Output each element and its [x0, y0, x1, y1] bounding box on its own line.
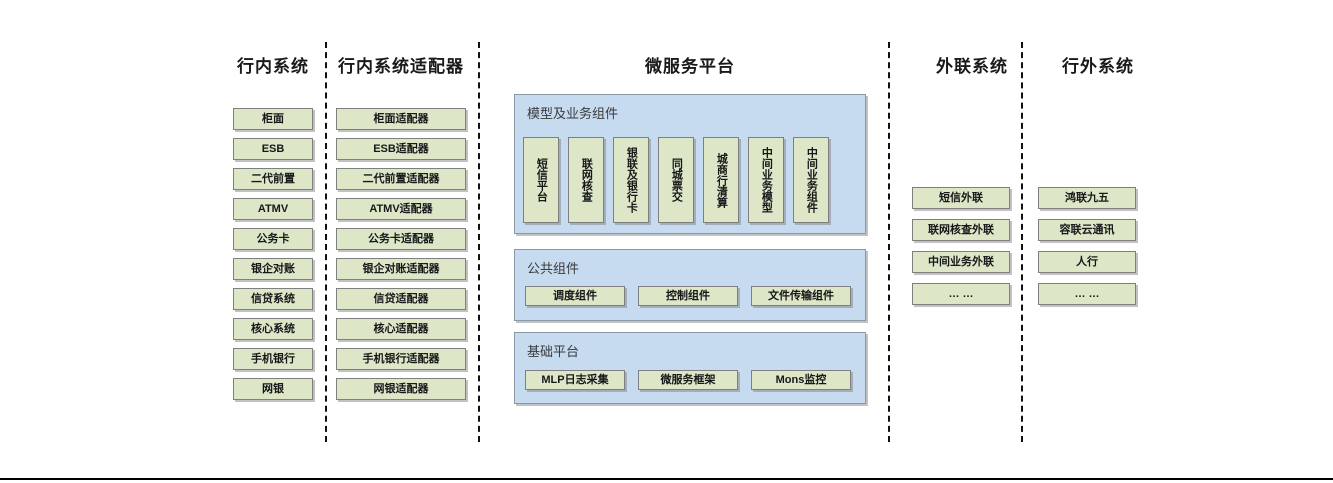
node-in-bank-adapters-2[interactable]: 二代前置适配器: [336, 168, 466, 190]
node-in-bank-adapters-9[interactable]: 网银适配器: [336, 378, 466, 400]
node-model-business-components-4[interactable]: 城商行清算: [703, 137, 739, 223]
node-in-bank-adapters-7[interactable]: 核心适配器: [336, 318, 466, 340]
node-in-bank-adapters-4[interactable]: 公务卡适配器: [336, 228, 466, 250]
panel-label-base-platform: 基础平台: [527, 344, 580, 359]
node-out-of-bank-systems-2[interactable]: 人行: [1038, 251, 1136, 273]
node-external-liaison-systems-3[interactable]: … …: [912, 283, 1010, 305]
node-external-liaison-systems-2[interactable]: 中间业务外联: [912, 251, 1010, 273]
node-in-bank-adapters-6[interactable]: 信贷适配器: [336, 288, 466, 310]
node-model-business-components-5[interactable]: 中间业务模型: [748, 137, 784, 223]
column-title-external-liaison-systems: 外联系统: [936, 57, 1008, 76]
node-model-business-components-3[interactable]: 同城票交: [658, 137, 694, 223]
node-out-of-bank-systems-1[interactable]: 容联云通讯: [1038, 219, 1136, 241]
panel-public-components: 公共组件: [514, 249, 866, 321]
node-model-business-components-2[interactable]: 银联及银行卡: [613, 137, 649, 223]
divider-2: [478, 42, 480, 442]
node-external-liaison-systems-1[interactable]: 联网核查外联: [912, 219, 1010, 241]
node-model-business-components-1[interactable]: 联网核查: [568, 137, 604, 223]
column-title-microservice-platform: 微服务平台: [645, 57, 735, 76]
divider-1: [325, 42, 327, 442]
node-in-bank-adapters-3[interactable]: ATMV适配器: [336, 198, 466, 220]
node-in-bank-systems-2[interactable]: 二代前置: [233, 168, 313, 190]
node-external-liaison-systems-0[interactable]: 短信外联: [912, 187, 1010, 209]
node-base-platform-0[interactable]: MLP日志采集: [525, 370, 625, 390]
node-in-bank-systems-3[interactable]: ATMV: [233, 198, 313, 220]
node-in-bank-adapters-0[interactable]: 柜面适配器: [336, 108, 466, 130]
node-in-bank-systems-7[interactable]: 核心系统: [233, 318, 313, 340]
node-public-components-2[interactable]: 文件传输组件: [751, 286, 851, 306]
node-in-bank-systems-9[interactable]: 网银: [233, 378, 313, 400]
node-public-components-0[interactable]: 调度组件: [525, 286, 625, 306]
node-in-bank-systems-1[interactable]: ESB: [233, 138, 313, 160]
column-title-out-of-bank-systems: 行外系统: [1062, 57, 1134, 76]
node-base-platform-1[interactable]: 微服务框架: [638, 370, 738, 390]
node-in-bank-adapters-8[interactable]: 手机银行适配器: [336, 348, 466, 370]
node-model-business-components-0[interactable]: 短信平台: [523, 137, 559, 223]
node-in-bank-systems-8[interactable]: 手机银行: [233, 348, 313, 370]
node-in-bank-adapters-1[interactable]: ESB适配器: [336, 138, 466, 160]
node-in-bank-systems-6[interactable]: 信贷系统: [233, 288, 313, 310]
divider-3: [888, 42, 890, 442]
node-public-components-1[interactable]: 控制组件: [638, 286, 738, 306]
divider-4: [1021, 42, 1023, 442]
node-in-bank-systems-5[interactable]: 银企对账: [233, 258, 313, 280]
node-out-of-bank-systems-3[interactable]: … …: [1038, 283, 1136, 305]
column-title-in-bank-adapters: 行内系统适配器: [338, 57, 464, 76]
panel-base-platform: 基础平台: [514, 332, 866, 404]
node-model-business-components-6[interactable]: 中间业务组件: [793, 137, 829, 223]
panel-label-public-components: 公共组件: [527, 261, 580, 276]
node-in-bank-systems-0[interactable]: 柜面: [233, 108, 313, 130]
panel-label-model-business-components: 模型及业务组件: [527, 106, 619, 121]
bottom-rule: [0, 478, 1333, 480]
node-out-of-bank-systems-0[interactable]: 鸿联九五: [1038, 187, 1136, 209]
node-in-bank-adapters-5[interactable]: 银企对账适配器: [336, 258, 466, 280]
column-title-in-bank-systems: 行内系统: [237, 57, 309, 76]
node-base-platform-2[interactable]: Mons监控: [751, 370, 851, 390]
node-in-bank-systems-4[interactable]: 公务卡: [233, 228, 313, 250]
